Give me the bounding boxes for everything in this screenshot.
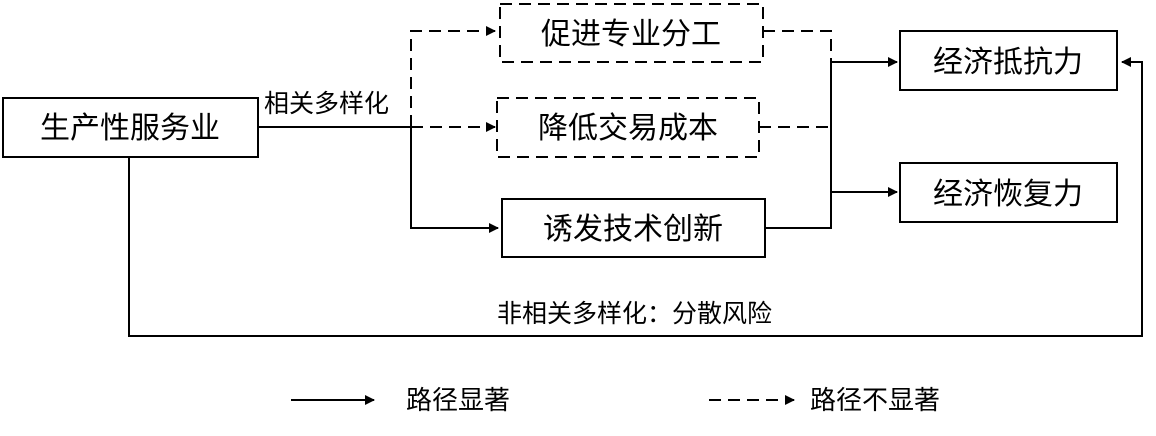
node-box-transaction-cost [496, 97, 760, 158]
solid-unrelated-path [128, 57, 1143, 337]
node-producer-services: 生产性服务业 [40, 111, 220, 146]
node-box-tech-innovation [501, 198, 766, 258]
node-box-resistance [899, 30, 1118, 91]
legend: 路径显著 路径不显著 [291, 386, 940, 416]
solid-tech-innovation-to-collector [765, 62, 832, 229]
node-specialization: 促进专业分工 [541, 17, 721, 52]
legend-significant-label: 路径显著 [406, 386, 510, 416]
edge-label-related: 相关多样化 [264, 89, 389, 118]
node-recovery: 经济恢复力 [933, 177, 1083, 212]
edge-label-unrelated: 非相关多样化：分散风险 [497, 299, 772, 328]
node-box-producer-services [2, 97, 259, 158]
connectors [128, 26, 1143, 337]
dashed-branch-to-specialization [410, 26, 496, 127]
node-resistance: 经济抵抗力 [933, 45, 1083, 80]
nodes [2, 3, 1118, 258]
node-transaction-cost: 降低交易成本 [538, 111, 718, 146]
node-labels: 生产性服务业 促进专业分工 降低交易成本 诱发技术创新 经济抵抗力 经济恢复力 [40, 17, 1083, 247]
dashed-specialization-to-collector [763, 30, 832, 62]
solid-branch-to-tech-innovation [410, 127, 499, 233]
node-box-recovery [899, 162, 1118, 223]
legend-not-significant-label: 路径不显著 [810, 386, 940, 416]
node-box-specialization [499, 3, 764, 63]
node-tech-innovation: 诱发技术创新 [543, 212, 723, 247]
